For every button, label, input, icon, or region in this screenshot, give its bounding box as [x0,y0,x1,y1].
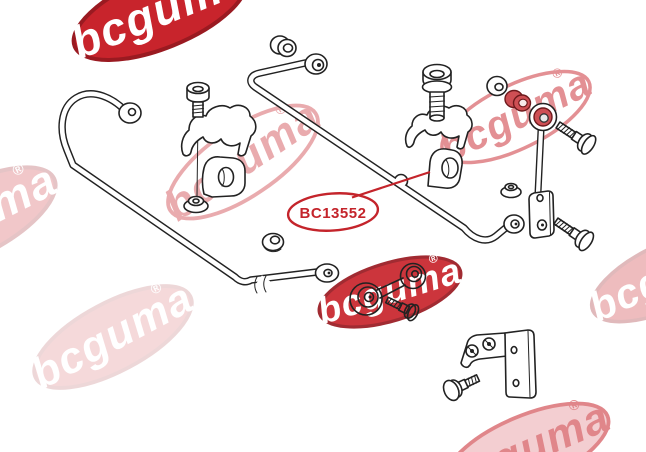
bar-break-mark [254,276,258,294]
mounting-bracket-bolt [442,374,481,402]
bushing-bore [217,166,235,188]
center-flange-nut [261,232,285,253]
left-clamp-assembly [180,81,257,214]
top-spool-bushing [269,35,297,58]
lower-link-arm [349,262,427,316]
lower-arm-bolt [384,296,420,322]
bushing-bore [441,157,459,179]
arm-eyelet [349,282,383,316]
left-clamp-bolt [186,81,210,118]
highlighted-spool-bushing [504,89,532,112]
bar-break-mark [263,275,267,293]
right-flange-nut [500,182,522,199]
bar-eyelet [503,214,525,234]
link-lower-block [528,190,555,239]
part-callout: BC13552 [286,170,431,232]
right-clamp-bolt [421,63,453,122]
bcguma-watermark: bcguma ® [23,273,201,399]
left-stabilizer-bar [58,90,340,294]
bcguma-watermark: bcguma ® [0,153,65,283]
stabilizer-link [528,102,558,239]
registered-mark: ® [427,251,440,267]
bcguma-watermark: bcguma ® [64,0,255,69]
upper-link-bolt [555,121,597,155]
watermark-text: bcguma [436,392,617,452]
arm-eyelet [399,262,427,290]
top-right-nut [486,75,508,97]
mounting-bracket [460,329,537,399]
callout-leader-line [351,170,431,199]
part-code-label: BC13552 [300,205,367,222]
lower-link-bolt [553,217,595,252]
bracket-hole [512,378,520,388]
bar-eyelet [314,263,340,283]
bracket-hole [510,345,518,355]
right-clamp-assembly [404,63,522,199]
bar-eyelet [118,102,142,124]
callout-oval [286,192,380,232]
right-stabilizer-bushing [427,148,463,189]
left-flange-nut [183,195,209,214]
left-stabilizer-bushing [201,156,246,198]
watermark-text: bcguma [64,0,255,69]
right-stabilizer-bar [247,53,525,244]
right-bushing-bracket [404,105,473,150]
